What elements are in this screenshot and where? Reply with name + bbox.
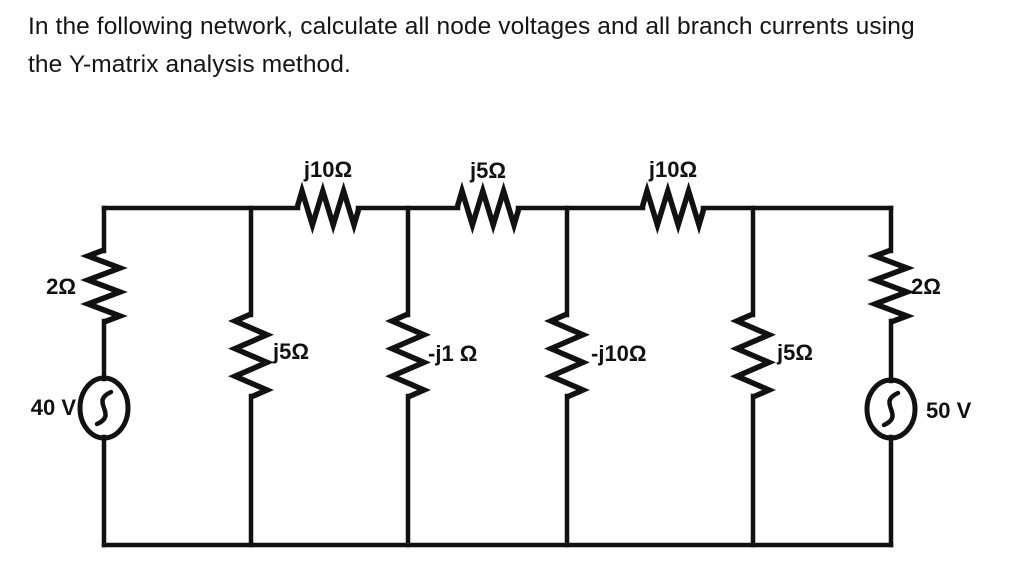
ac-waveform-icon-left: [94, 389, 114, 427]
label-top-j10-2: j10Ω: [648, 157, 697, 182]
label-source-40v: 40 V: [31, 395, 77, 420]
label-right-2ohm: 2Ω: [911, 274, 941, 299]
label-shunt-j5-2: j5Ω: [776, 340, 813, 365]
shunt-branch-2: [385, 205, 431, 548]
resistor-top-j10-2: [639, 181, 707, 235]
label-shunt-neg-j10: -j10Ω: [591, 341, 647, 366]
label-top-j5: j5Ω: [469, 158, 506, 183]
resistor-shunt-j5-2: [730, 311, 776, 400]
shunt-branch-3: [544, 205, 590, 548]
problem-statement: In the following network, calculate all …: [28, 8, 1008, 84]
left-source-branch: [77, 205, 131, 548]
label-shunt-neg-j1: -j1 Ω: [428, 341, 477, 366]
resistor-shunt-j5-1: [228, 311, 274, 400]
resistor-right-2ohm: [867, 247, 915, 325]
resistor-shunt-neg-j1: [385, 311, 431, 400]
resistor-shunt-neg-j10: [544, 311, 590, 400]
resistor-left-2ohm: [80, 247, 128, 325]
label-top-j10-1: j10Ω: [303, 157, 352, 182]
problem-line-1: In the following network, calculate all …: [28, 13, 915, 40]
label-shunt-j5-1: j5Ω: [272, 339, 309, 364]
shunt-branch-4: [730, 205, 776, 548]
resistor-top-j5: [454, 181, 522, 235]
problem-line-2: the Y-matrix analysis method.: [28, 51, 351, 78]
label-left-2ohm: 2Ω: [46, 274, 76, 299]
resistor-top-j10-1: [294, 181, 362, 235]
shunt-branch-1: [228, 205, 274, 548]
ac-waveform-icon-right: [881, 390, 901, 428]
label-source-50v: 50 V: [926, 398, 972, 423]
right-source-branch: [864, 205, 918, 548]
